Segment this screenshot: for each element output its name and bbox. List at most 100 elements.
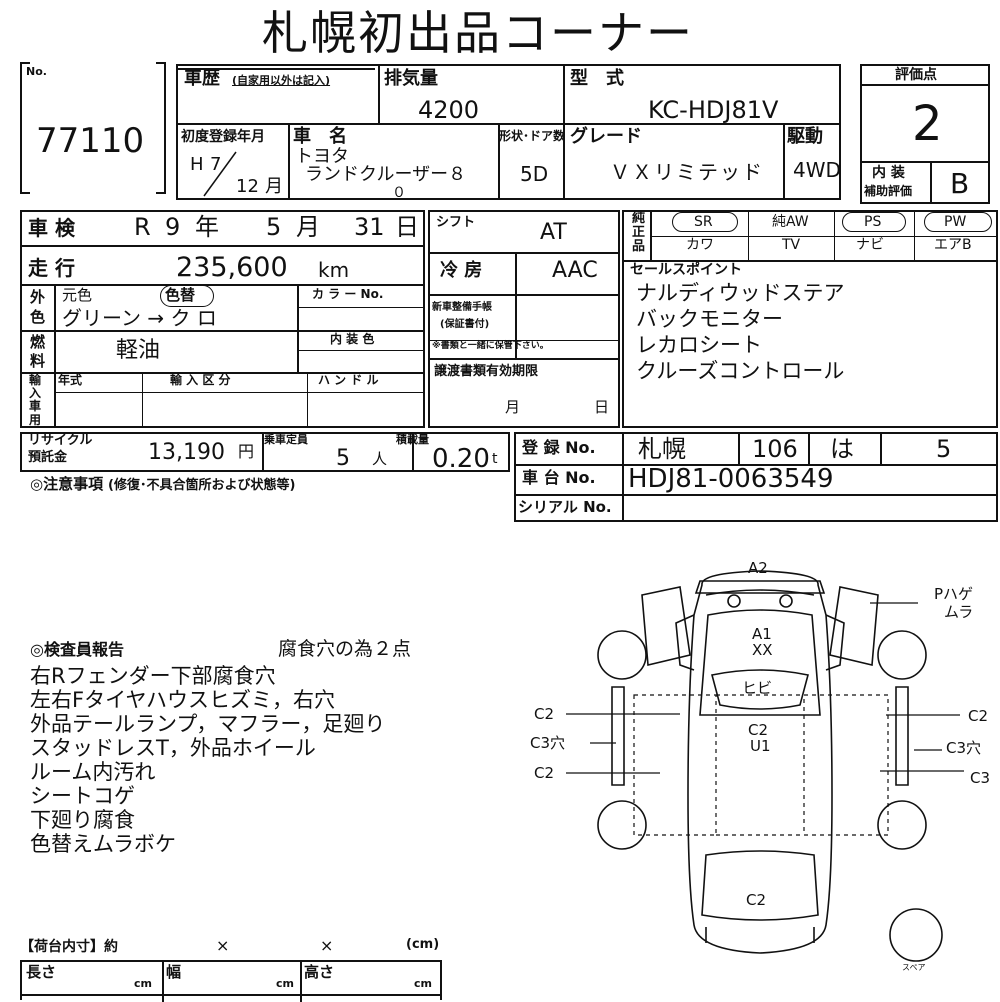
fuel-value: 軽油 xyxy=(116,338,161,363)
inspector-line-7: 下廻り腐食 xyxy=(30,808,135,832)
lot-number: 77110 xyxy=(36,121,145,161)
chassis-label: 車 台 No. xyxy=(522,468,596,487)
cargo-height-label: 高さ xyxy=(304,963,335,981)
mileage-value: 235,600 xyxy=(176,252,288,283)
grade-label: グレード xyxy=(570,126,642,147)
diag-left-c3-hole: C3穴 xyxy=(530,734,565,752)
color-code-label: カ ラ ー No. xyxy=(312,287,384,301)
body-label: 形状･ドア数 xyxy=(499,129,566,143)
inspector-line-1: 右Rフェンダー下部腐食穴 xyxy=(30,664,276,688)
diag-c2-rear: C2 xyxy=(746,891,766,909)
warranty-label-2: (保証書付) xyxy=(440,319,490,330)
equip-pw: PW xyxy=(944,214,967,230)
car-name-line2: ０ xyxy=(392,185,406,201)
load-unit: t xyxy=(492,451,498,467)
ac-value: AAC xyxy=(552,258,598,283)
cargo-label: 【荷台内寸】約 xyxy=(20,939,118,955)
inspection-era: R xyxy=(134,213,151,241)
color-changed-label: 色替 xyxy=(165,286,196,304)
car-damage-diagram: A2 A1 XX ヒビ C2 U1 C2 C2 C3穴 C2 C2 C3穴 C3… xyxy=(530,559,990,972)
displacement-label: 排気量 xyxy=(384,68,438,89)
equipment-table xyxy=(622,210,998,428)
sr-circle xyxy=(672,212,738,232)
mileage-unit: km xyxy=(318,258,350,282)
cargo-unit: (cm) xyxy=(406,937,440,952)
notes-sub: (修復･不具合箇所および状態等) xyxy=(108,478,296,493)
cargo-x1: × xyxy=(216,936,230,955)
inspection-month-unit: 月 xyxy=(296,213,320,241)
equip-airbag: エアB xyxy=(934,237,972,253)
inspector-line-6: シートコゲ xyxy=(30,784,135,808)
registration-class: 106 xyxy=(752,435,798,463)
load-value: 0.20 xyxy=(432,444,490,474)
ps-circle xyxy=(842,212,906,232)
transfer-day: 日 xyxy=(594,398,610,416)
interior-label-1: 内 装 xyxy=(872,165,905,181)
recycle-unit: 円 xyxy=(238,442,255,461)
registration-label: 登 録 No. xyxy=(522,438,596,457)
interior-label-2: 補助評価 xyxy=(864,184,913,198)
diag-c2-center: C2 xyxy=(748,721,768,739)
diag-a1: A1 xyxy=(752,625,772,643)
import-year-label: 年式 xyxy=(58,373,83,387)
first-reg-month-unit: 月 xyxy=(265,176,283,197)
color-changed-circle xyxy=(160,285,214,307)
score-label: 評価点 xyxy=(895,67,937,83)
ac-label: 冷 房 xyxy=(440,260,483,281)
vehicle-info-table xyxy=(176,64,841,200)
cargo-length-unit: cm xyxy=(134,977,152,990)
registration-kana: は xyxy=(830,435,854,463)
cargo-height-unit: cm xyxy=(414,977,432,990)
chassis-value: HDJ81-0063549 xyxy=(628,464,834,494)
diag-a2: A2 xyxy=(748,559,768,577)
diag-left-c2-top: C2 xyxy=(534,705,554,723)
slash-divider xyxy=(203,151,237,197)
cargo-table xyxy=(20,960,442,1002)
notes-label: ◎注意事項 xyxy=(30,475,104,493)
fuel-label-1: 燃 xyxy=(30,333,46,351)
inspection-day-unit: 日 xyxy=(395,213,419,241)
registration-city: 札幌 xyxy=(638,435,686,463)
cargo-x2: × xyxy=(320,936,334,955)
import-handle-label: ハ ン ド ル xyxy=(318,373,379,387)
warranty-note: ※書類と一緒に保管下さい。 xyxy=(432,341,549,351)
inspector-line-3: 外品テールランプ，マフラー，足廻り xyxy=(30,712,386,736)
diag-mura: ムラ xyxy=(944,603,973,621)
serial-label: シリアル No. xyxy=(518,498,612,516)
first-reg-era: H xyxy=(190,154,204,175)
sales-points-label: セールスポイント xyxy=(630,262,742,278)
sales-point-3: レカロシート xyxy=(636,333,762,357)
fuel-label-2: 料 xyxy=(30,352,46,370)
model-code-value: KC-HDJ81V xyxy=(648,96,779,124)
inspection-day: 31 xyxy=(354,213,385,241)
equip-ps: PS xyxy=(864,214,882,230)
car-name-line1: ランドクルーザー８ xyxy=(305,164,467,185)
sales-point-4: クルーズコントロール xyxy=(636,359,845,383)
car-name-label: 車 名 xyxy=(293,126,347,147)
shift-ac-table xyxy=(428,210,620,428)
color-label-1: 外 xyxy=(30,288,46,306)
recycle-label-2: 預託金 xyxy=(28,450,68,465)
lot-number-box: No. 77110 xyxy=(20,62,166,194)
inspection-year: 9 xyxy=(165,213,181,241)
grade-value: ＶＸリミテッド xyxy=(610,160,764,184)
inspector-line-4: スタッドレスT，外品ホイール xyxy=(30,736,316,760)
inspector-line-5: ルーム内汚れ xyxy=(30,760,156,784)
recycle-table xyxy=(20,432,510,472)
pw-circle xyxy=(924,212,992,232)
shift-value: AT xyxy=(540,220,567,245)
sales-point-1: ナルディウッドステア xyxy=(636,281,845,305)
mileage-label: 走 行 xyxy=(28,256,75,280)
inspection-table xyxy=(20,210,425,428)
recycle-value: 13,190 xyxy=(148,440,225,465)
history-label: 車歴 xyxy=(184,68,220,89)
inspection-month: 5 xyxy=(266,213,282,241)
cargo-length-label: 長さ xyxy=(26,963,57,981)
diag-right-c3-hole: C3穴 xyxy=(946,739,981,757)
inspection-label: 車 検 xyxy=(28,216,75,240)
cargo-width-unit: cm xyxy=(276,977,294,990)
model-code-label: 型 式 xyxy=(570,68,624,89)
transfer-month: 月 xyxy=(505,398,521,416)
drive-value: 4WD xyxy=(793,158,841,182)
first-reg-label: 初度登録年月 xyxy=(181,129,265,145)
